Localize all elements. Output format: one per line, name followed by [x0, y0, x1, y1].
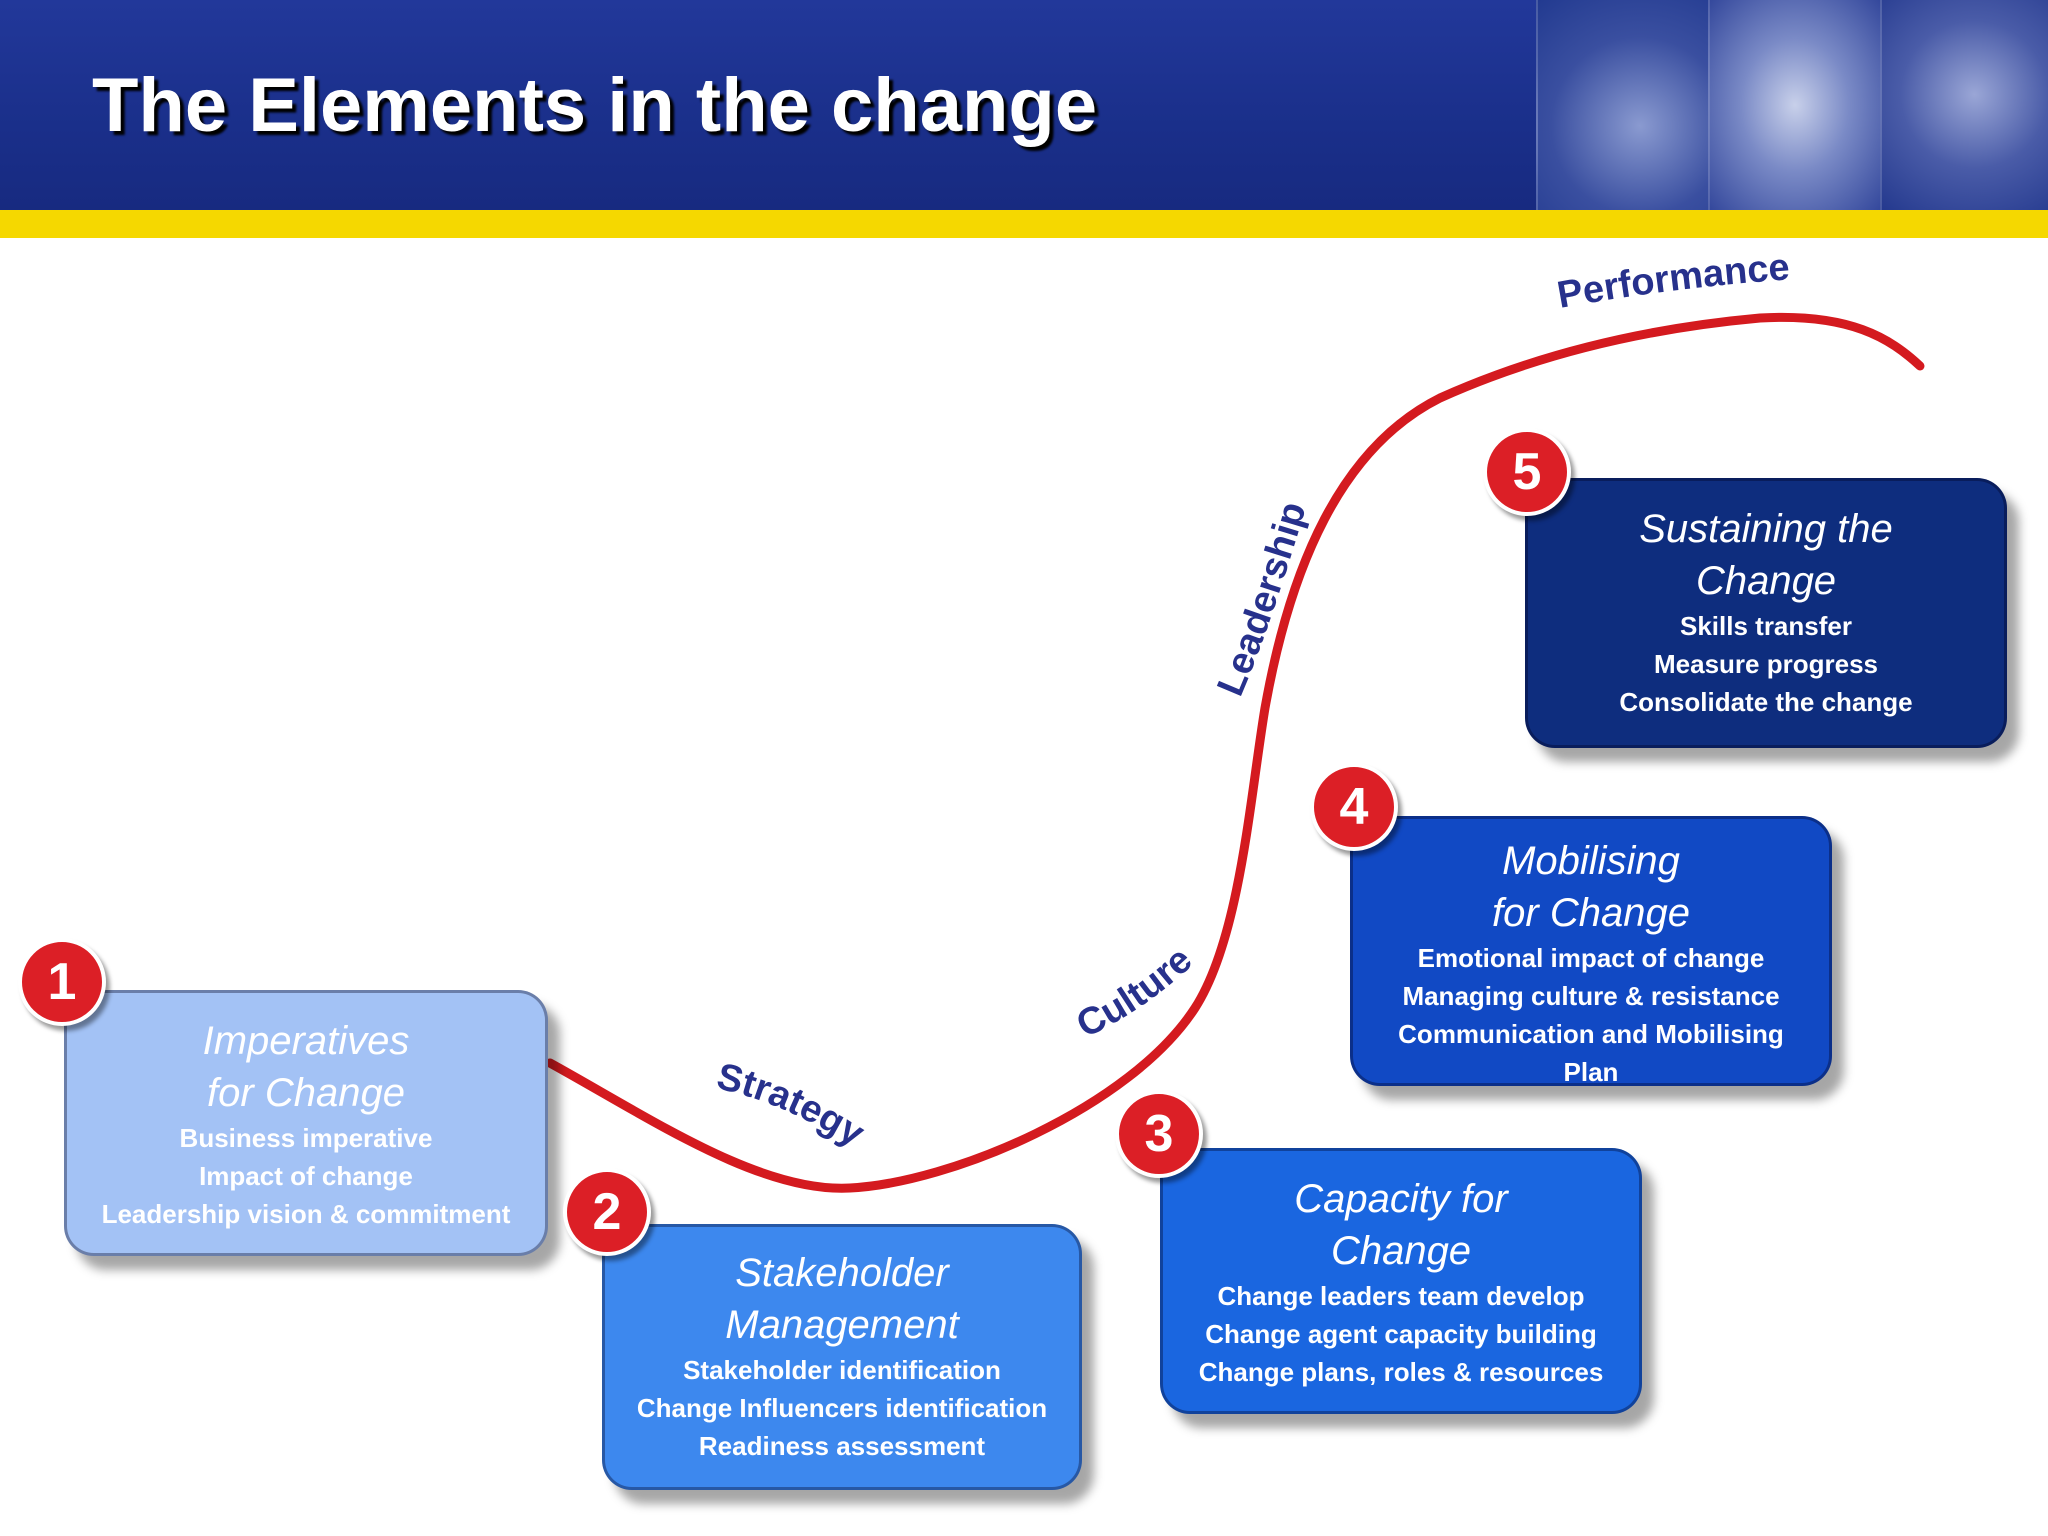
- step-2-number-badge: 2: [563, 1168, 651, 1256]
- change-diagram: Strategy Culture Leadership Performance …: [0, 238, 2048, 1536]
- step-card-mobilising: Mobilising for Change Emotional impact o…: [1350, 816, 1832, 1087]
- photo-panel-lightbulb: [1708, 0, 1880, 210]
- step-3-title-line1: Capacity for: [1294, 1177, 1508, 1221]
- step-1-item: Impact of change: [199, 1161, 413, 1191]
- step-1-item: Leadership vision & commitment: [101, 1199, 511, 1229]
- step-5-number-badge: 5: [1483, 428, 1571, 516]
- step-2-item: Readiness assessment: [698, 1431, 986, 1461]
- step-1-title-line2: for Change: [207, 1071, 405, 1115]
- curve-label-leadership: Leadership: [1210, 497, 1315, 702]
- step-card-capacity: Capacity for Change Change leaders team …: [1160, 1148, 1642, 1414]
- step-1-number-badge: 1: [18, 938, 106, 1026]
- step-3-title-line2: Change: [1330, 1229, 1472, 1273]
- step-card-stakeholder: Stakeholder Management Stakeholder ident…: [602, 1224, 1082, 1490]
- step-5-title-line2: Change: [1695, 559, 1837, 603]
- step-5-item: Consolidate the change: [1619, 687, 1913, 717]
- step-4-item: Plan: [1563, 1057, 1619, 1087]
- step-4-title-line1: Mobilising: [1502, 839, 1680, 883]
- step-2-item: Stakeholder identification: [683, 1355, 1001, 1385]
- step-4-item: Managing culture & resistance: [1402, 981, 1780, 1011]
- step-5-item: Measure progress: [1654, 649, 1878, 679]
- curve-label-performance-text: Performance: [1554, 246, 1791, 316]
- header-photo-collage: [1536, 0, 2048, 210]
- step-card-imperatives: Imperatives for Change Business imperati…: [64, 990, 548, 1256]
- step-1-title-line1: Imperatives: [202, 1019, 410, 1063]
- step-3-item: Change leaders team develop: [1217, 1281, 1585, 1311]
- slide-title: The Elements in the change: [92, 63, 1098, 148]
- step-3-item: Change plans, roles & resources: [1198, 1357, 1604, 1387]
- step-4-number-badge: 4: [1310, 763, 1398, 851]
- step-5-title-line1: Sustaining the: [1639, 507, 1893, 551]
- step-4-item: Communication and Mobilising: [1398, 1019, 1784, 1049]
- change-curve-svg: Strategy Culture Leadership Performance: [545, 246, 1925, 1193]
- step-2-title-line1: Stakeholder: [735, 1251, 949, 1295]
- step-4-item: Emotional impact of change: [1417, 943, 1765, 973]
- curve-label-strategy: Strategy: [713, 1056, 871, 1155]
- step-3-number-badge: 3: [1115, 1090, 1203, 1178]
- curve-label-performance: Performance: [1554, 246, 1791, 316]
- photo-panel-face: [1880, 0, 2048, 210]
- change-curve-line: [545, 312, 1925, 1193]
- curve-label-strategy-text: Strategy: [713, 1056, 871, 1155]
- header-accent-stripe: [0, 210, 2048, 238]
- step-2-item: Change Influencers identification: [636, 1393, 1048, 1423]
- step-3-item: Change agent capacity building: [1205, 1319, 1597, 1349]
- step-2-title-line2: Management: [725, 1303, 959, 1347]
- photo-panel-eye-camera: [1536, 0, 1708, 210]
- step-4-title-line2: for Change: [1492, 891, 1690, 935]
- step-1-item: Business imperative: [179, 1123, 433, 1153]
- slide-header: The Elements in the change: [0, 0, 2048, 210]
- step-card-sustaining: Sustaining the Change Skills transfer Me…: [1525, 478, 2007, 748]
- step-5-item: Skills transfer: [1680, 611, 1852, 641]
- curve-label-leadership-text: Leadership: [1210, 497, 1315, 702]
